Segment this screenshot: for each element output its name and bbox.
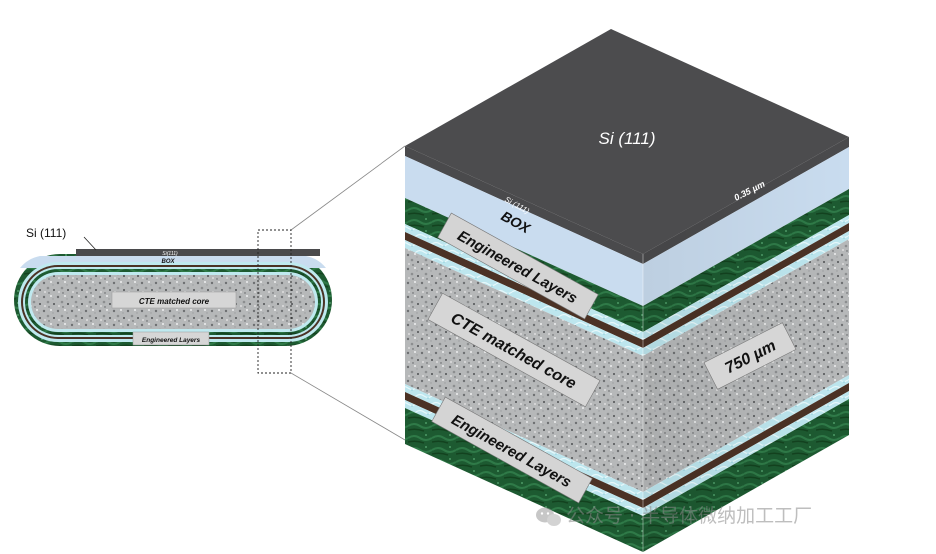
cube-left-cyan-band-2: [405, 240, 643, 356]
wafer-si-callout: Si (111): [26, 226, 66, 240]
watermark: 公众号 · 半导体微纳加工工厂: [536, 505, 812, 527]
cube-left-brown-band-1: [405, 232, 643, 348]
wafer-si-layer-label: Si(111): [162, 251, 178, 257]
wafer-engineered-label: Engineered Layers: [142, 337, 201, 344]
wafer-si-layer: [76, 249, 320, 256]
wafer-cross-section: Si(111) BOX CTE matched core Engineered …: [14, 226, 332, 374]
zoom-box: [257, 229, 292, 374]
wechat-icon: [536, 507, 561, 526]
zoom-line-bottom: [290, 372, 406, 441]
zoom-line-top: [290, 145, 406, 231]
cube-top-face: [405, 29, 849, 254]
cube-left-si-band: [405, 146, 643, 264]
wafer-core-label: CTE matched core: [139, 297, 210, 306]
cube-right-face: [642, 137, 849, 552]
wafer-si-callout-line: [83, 236, 97, 251]
wafer-box-label: BOX: [161, 259, 175, 265]
watermark-text: 公众号 · 半导体微纳加工工厂: [566, 505, 812, 527]
cube-left-green-band-2: [405, 408, 643, 552]
cube-left-box-band: [405, 156, 643, 306]
cube-top-label: Si (111): [598, 129, 655, 148]
